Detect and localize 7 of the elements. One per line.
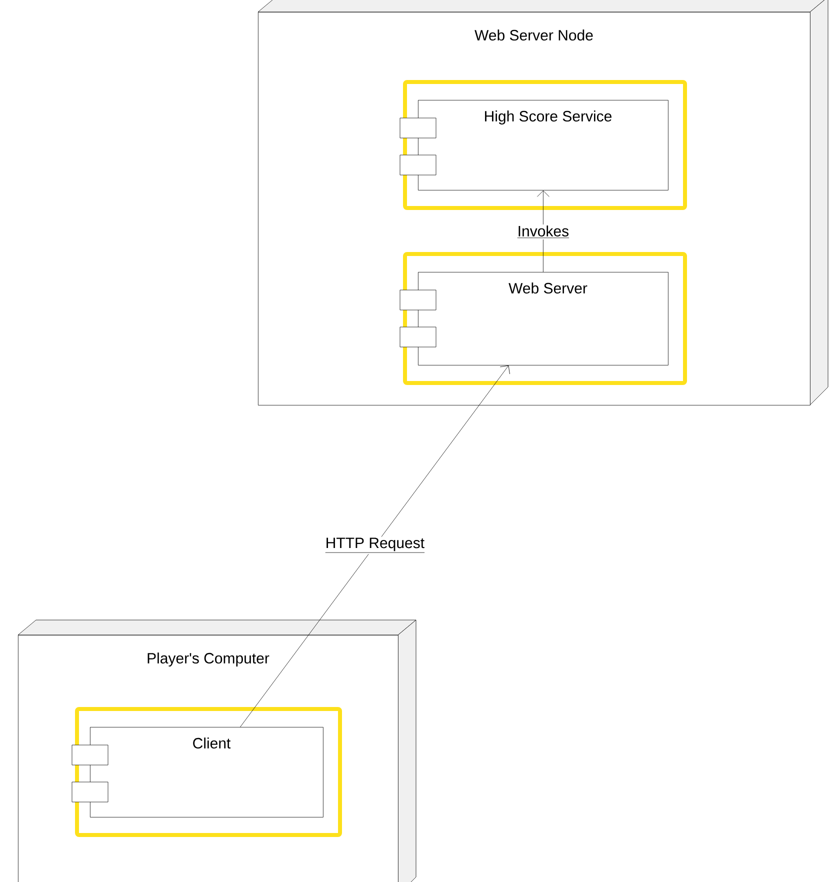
component-box: Web Server	[400, 252, 687, 385]
edge-label: HTTP Request	[324, 536, 426, 554]
component-box: Client	[72, 707, 342, 837]
arrow	[537, 190, 550, 272]
edge-label: Invokes	[516, 224, 570, 240]
component-box: High Score Service	[400, 80, 687, 210]
arrow	[240, 365, 510, 728]
